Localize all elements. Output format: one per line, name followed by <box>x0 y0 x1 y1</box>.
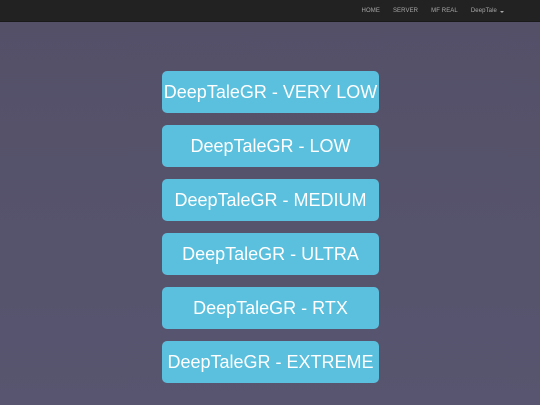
caret-down-icon <box>500 10 504 13</box>
quality-button-list: DeepTaleGR - VERY LOW DeepTaleGR - LOW D… <box>162 71 379 395</box>
nav-deeptale-dropdown[interactable]: DeepTale <box>471 8 504 14</box>
nav-links: HOME SERVER MF REAL DeepTale <box>349 0 504 22</box>
medium-button[interactable]: DeepTaleGR - MEDIUM <box>162 179 379 221</box>
very-low-button[interactable]: DeepTaleGR - VERY LOW <box>162 71 379 113</box>
extreme-button[interactable]: DeepTaleGR - EXTREME <box>162 341 379 383</box>
top-navbar: HOME SERVER MF REAL DeepTale <box>0 0 540 22</box>
ultra-button[interactable]: DeepTaleGR - ULTRA <box>162 233 379 275</box>
rtx-button[interactable]: DeepTaleGR - RTX <box>162 287 379 329</box>
nav-home-link[interactable]: HOME <box>361 8 380 14</box>
nav-deeptale-label: DeepTale <box>470 8 497 14</box>
nav-server-link[interactable]: SERVER <box>392 8 419 14</box>
nav-mf-real-link[interactable]: MF REAL <box>431 8 458 14</box>
low-button[interactable]: DeepTaleGR - LOW <box>162 125 379 167</box>
